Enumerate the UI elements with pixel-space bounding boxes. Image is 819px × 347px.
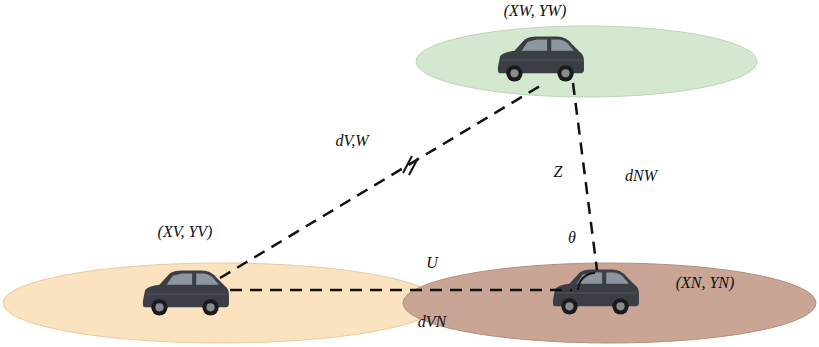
- label-slot: dVN: [418, 312, 446, 331]
- car-icon: [553, 270, 639, 315]
- distance-line: [573, 83, 597, 270]
- zone-ellipse: [416, 26, 757, 97]
- distance-label: dNW: [625, 167, 657, 184]
- car-icon: [143, 271, 229, 316]
- vehicle-zone: (XN, YN): [402, 262, 817, 344]
- vehicle-zone: (XV, YV): [2, 262, 440, 344]
- label-slot: U: [426, 253, 438, 272]
- car-icon: [498, 37, 584, 82]
- label-slot: (XW, YW): [504, 1, 567, 20]
- label-slot: θ: [568, 228, 576, 247]
- distance-line: [220, 83, 545, 278]
- label-slot: Z: [554, 162, 563, 181]
- zone-ellipse: [2, 262, 440, 344]
- label-slot: (XV, YV): [158, 222, 213, 241]
- label-slot: dNW: [625, 166, 657, 185]
- symbol-label: U: [426, 254, 438, 271]
- coordinate-label: (XW, YW): [504, 2, 567, 19]
- zone-ellipse: [403, 263, 816, 343]
- distance-line: [230, 289, 572, 292]
- symbol-label: θ: [568, 229, 576, 246]
- symbol-label: Z: [554, 163, 563, 180]
- coordinate-label: (XV, YV): [158, 223, 213, 240]
- break-mark: [409, 158, 418, 175]
- zone-ellipse: [3, 263, 439, 343]
- label-slot: dV,W: [335, 131, 368, 150]
- label-slot: (XN, YN): [676, 273, 735, 292]
- distance-label: dV,W: [335, 132, 368, 149]
- zone-ellipse: [415, 25, 758, 98]
- zone-ellipse: [402, 262, 817, 344]
- vehicle-zone: (XW, YW): [415, 25, 758, 98]
- coordinate-label: (XN, YN): [676, 274, 735, 291]
- distance-label: dVN: [418, 313, 446, 330]
